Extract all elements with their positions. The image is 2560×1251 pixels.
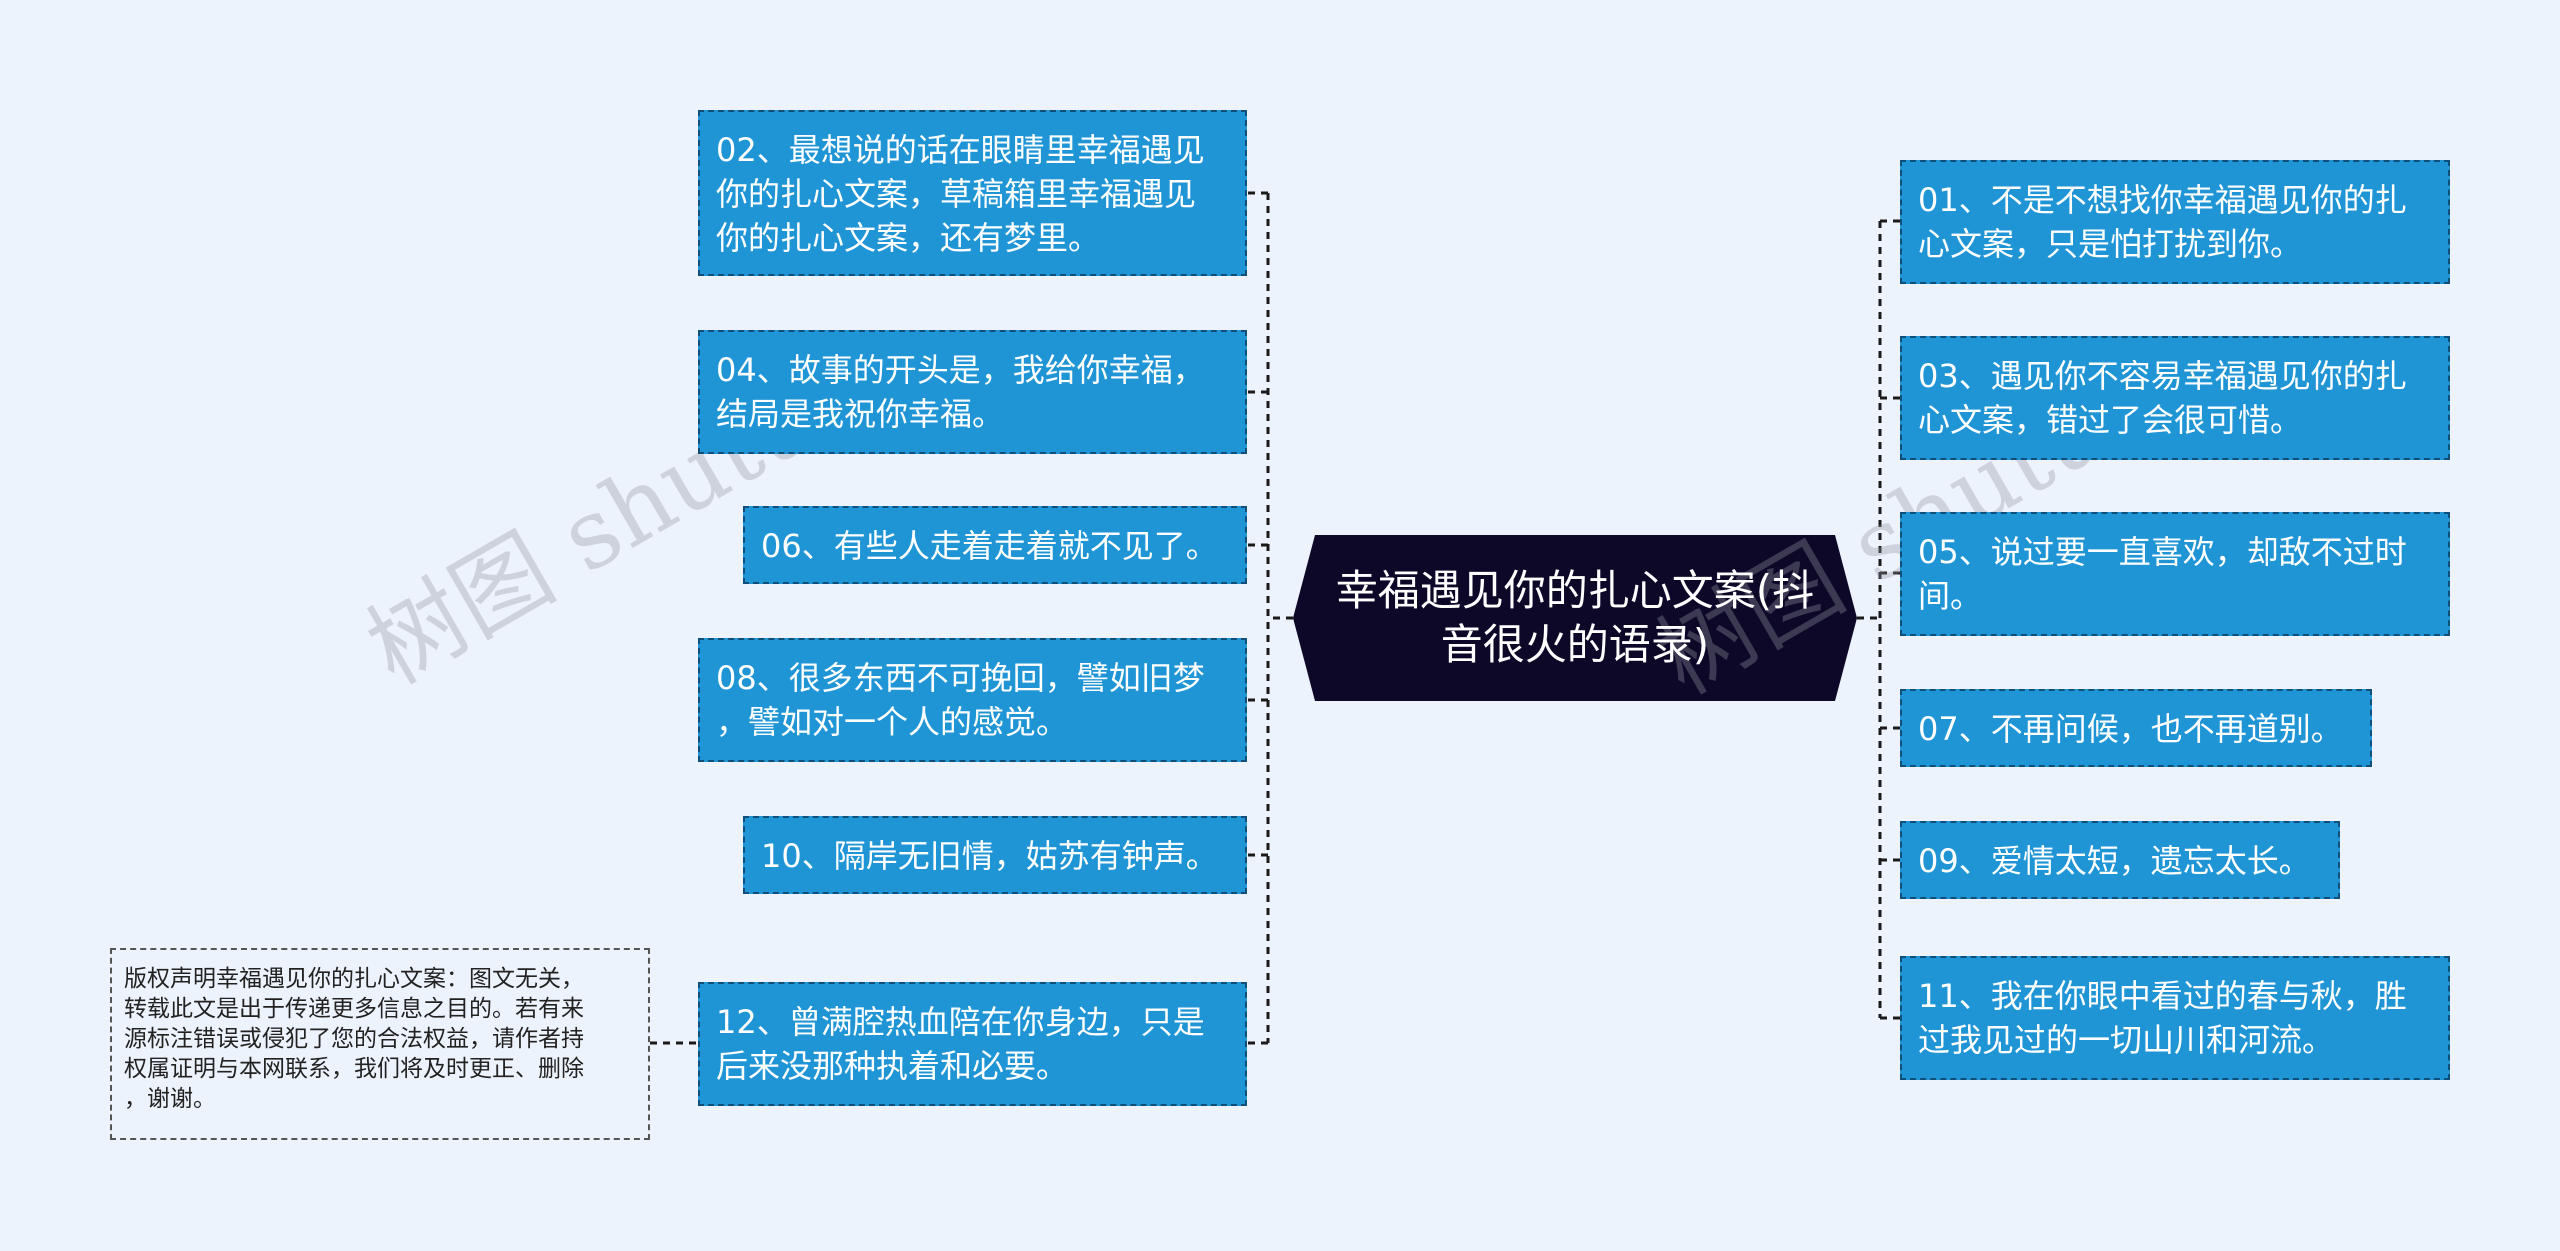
topic-node-08[interactable]: 08、很多东西不可挽回，譬如旧梦 ，譬如对一个人的感觉。 (698, 638, 1247, 762)
central-topic-label: 幸福遇见你的扎心文案(抖 音很火的语录) (1335, 566, 1815, 669)
topic-node-03[interactable]: 03、遇见你不容易幸福遇见你的扎 心文案，错过了会很可惜。 (1900, 336, 2450, 460)
topic-node-12[interactable]: 12、曾满腔热血陪在你身边，只是 后来没那种执着和必要。 (698, 982, 1247, 1106)
copyright-note[interactable]: 版权声明幸福遇见你的扎心文案：图文无关， 转载此文是出于传递更多信息之目的。若有… (110, 948, 650, 1140)
topic-node-01[interactable]: 01、不是不想找你幸福遇见你的扎 心文案，只是怕打扰到你。 (1900, 160, 2450, 284)
central-topic[interactable]: 幸福遇见你的扎心文案(抖 音很火的语录) (1293, 535, 1857, 701)
topic-node-04[interactable]: 04、故事的开头是，我给你幸福， 结局是我祝你幸福。 (698, 330, 1247, 454)
topic-node-06[interactable]: 06、有些人走着走着就不见了。 (743, 506, 1247, 584)
topic-node-05[interactable]: 05、说过要一直喜欢，却敌不过时 间。 (1900, 512, 2450, 636)
topic-node-10[interactable]: 10、隔岸无旧情，姑苏有钟声。 (743, 816, 1247, 894)
topic-node-11[interactable]: 11、我在你眼中看过的春与秋，胜 过我见过的一切山川和河流。 (1900, 956, 2450, 1080)
topic-node-07[interactable]: 07、不再问候，也不再道别。 (1900, 689, 2372, 767)
topic-node-09[interactable]: 09、爱情太短，遗忘太长。 (1900, 821, 2340, 899)
topic-node-02[interactable]: 02、最想说的话在眼睛里幸福遇见 你的扎心文案，草稿箱里幸福遇见 你的扎心文案，… (698, 110, 1247, 276)
